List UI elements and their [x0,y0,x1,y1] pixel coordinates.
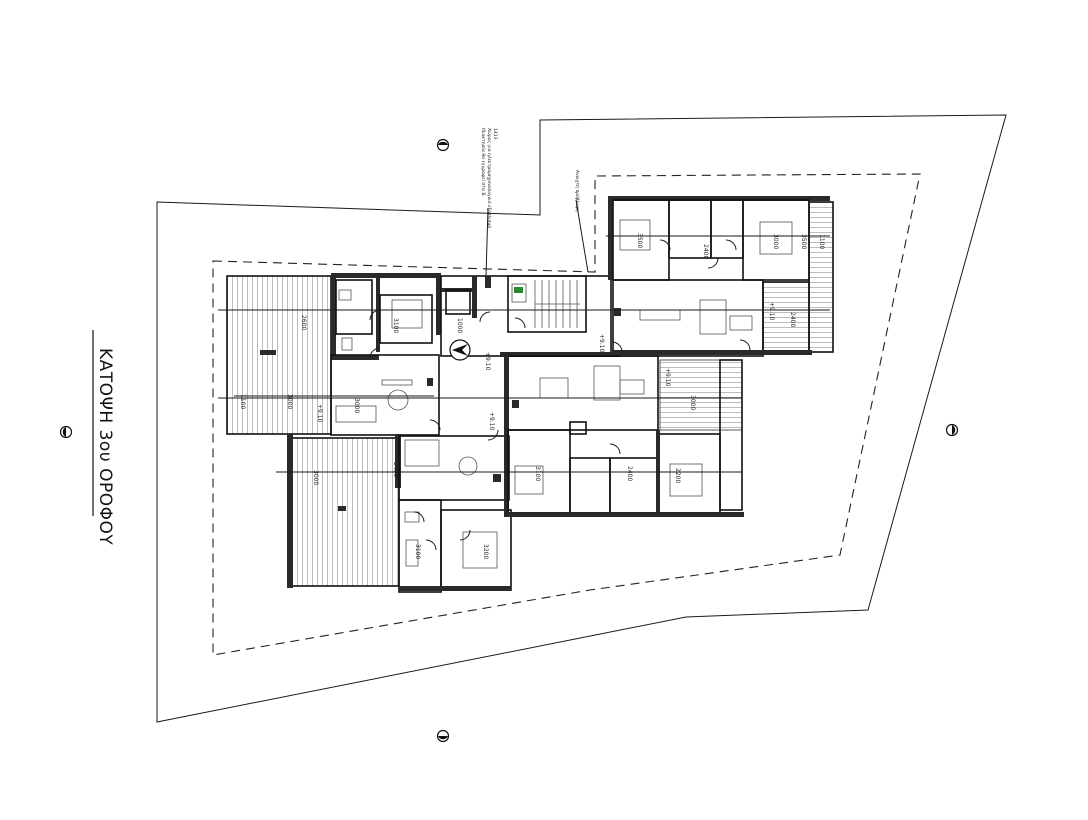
dimension-label: 3100 [414,544,421,559]
dimension-label: 2400 [626,466,633,481]
dimension-label: 1100 [239,394,246,409]
level-mark: +9.10 [598,334,605,353]
dimension-label: 3100 [392,318,399,333]
section-marker-icon [436,729,450,743]
door-swings [369,239,751,551]
dimension-label: 3000 [286,394,293,409]
level-mark: +9.10 [488,412,495,431]
dimension-label: 3100 [534,466,541,481]
north-compass-icon [449,339,471,361]
building-note-line: Ιδιοκτησία θα εγγραφεί στα Β. [480,128,487,197]
annotations: Ιδιοκτησία θα εγγραφεί στα Β. Χώρος για … [480,128,589,277]
section-marker-icon [436,138,450,152]
dimension-label: 3500 [800,234,807,249]
level-marks: +9.10 +9.10 +9.10 +9.10 +9.10 +9.10 [316,302,775,431]
level-mark: +9.10 [768,302,775,321]
right-apartment [608,196,834,357]
dimension-label: 3500 [636,233,643,248]
level-mark: +9.10 [664,368,671,387]
grid-ticks [218,235,830,473]
section-marker-icon [59,425,73,439]
dimension-label: 3000 [772,234,779,249]
dimension-label: 2200 [674,468,681,483]
drawing-title-text: ΚΑΤΟΨΗ 3ου ΟΡΟΦΟΥ [95,348,115,545]
dimension-labels: 3100 2600 3000 1100 3500 3000 2400 3000 … [239,233,825,559]
dimension-label: 2400 [392,462,399,477]
building-note-line: 1413 [492,128,498,140]
left-top-apartment [226,273,441,436]
setback-line [212,173,921,656]
level-mark: +9.10 [484,352,491,371]
level-mark: +9.10 [316,404,323,423]
dimension-label: 3000 [312,470,319,485]
dimension-label: 1100 [818,234,825,249]
drawing-title: ΚΑΤΟΨΗ 3ου ΟΡΟΦΟΥ [92,330,115,545]
dimension-label: 3200 [482,544,489,559]
building-note-line: Χώρος για ηλεκτρομηχανολογικό εξοπλισμό [486,128,493,228]
dimension-label: 2600 [300,315,307,330]
dimension-label: 3000 [353,398,360,413]
dimension-label: 3000 [689,395,696,410]
dimension-label: 2400 [702,244,709,259]
dimension-label: 1000 [456,318,463,333]
left-bottom-apartment [287,434,512,593]
dimension-label: 2400 [789,312,796,327]
plot-boundary [156,114,1007,723]
section-marker-icon [945,423,959,437]
central-apartment [504,355,744,517]
side-note: Ανοιχτή πρόβλεψη [574,170,581,212]
